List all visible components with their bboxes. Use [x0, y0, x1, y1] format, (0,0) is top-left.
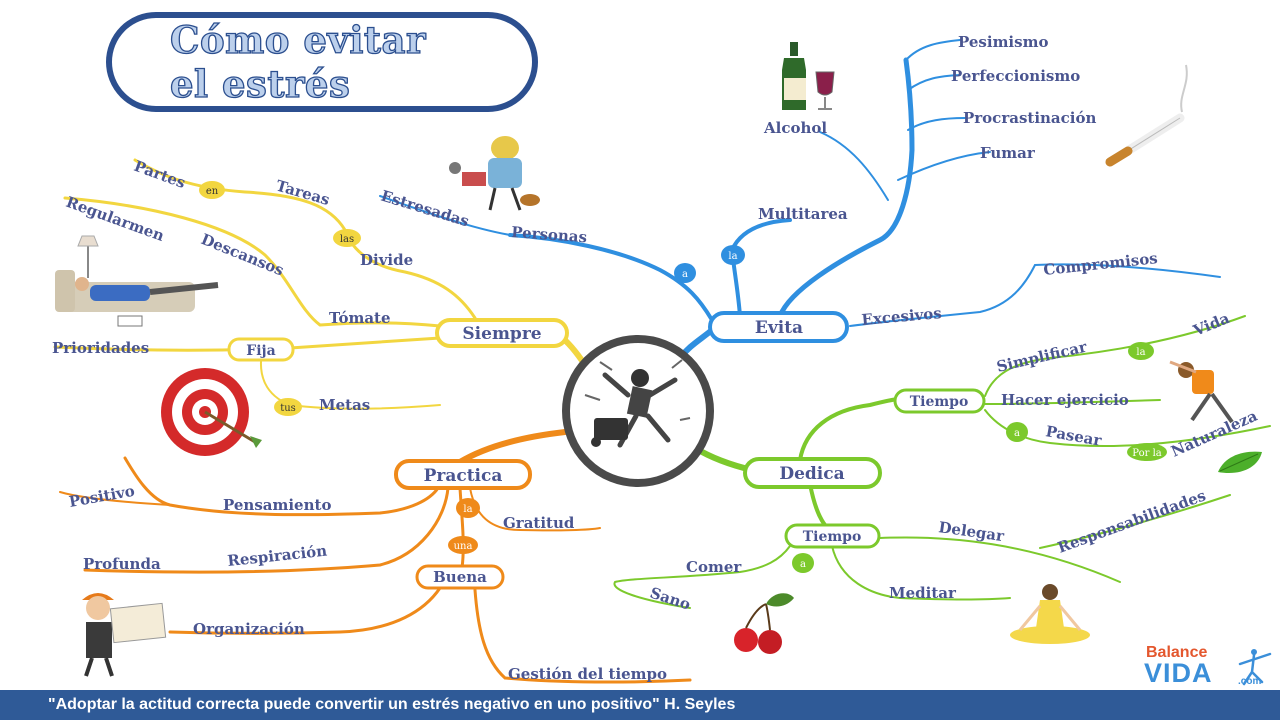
- practica-label: Practica: [424, 466, 503, 486]
- leaf-icon: [1218, 451, 1262, 474]
- label-regularmen: Regularmen: [64, 193, 167, 245]
- footer-quote: "Adoptar la actitud correcta puede conve…: [48, 696, 736, 713]
- connector-dedica-a: a: [1014, 428, 1020, 439]
- label-simplificar: Simplificar: [995, 337, 1090, 375]
- title-frame: [106, 12, 538, 112]
- label-alcohol: Alcohol: [763, 119, 827, 137]
- label-ejercicio: Hacer ejercicio: [1001, 391, 1129, 409]
- label-comer: Comer: [686, 558, 742, 576]
- connector-siempre-tus: tus: [280, 403, 296, 414]
- brand-suffix-text: .com: [1238, 676, 1262, 687]
- label-excesivos: Excesivos: [861, 304, 943, 329]
- evita-label: Evita: [755, 318, 803, 338]
- connector-practica-una: una: [454, 541, 473, 552]
- label-descansos: Descansos: [199, 230, 287, 280]
- label-divide: Divide: [360, 251, 413, 269]
- meditating-woman-icon: [1010, 584, 1090, 644]
- label-profunda: Profunda: [83, 555, 161, 573]
- brand-top-text: Balance: [1146, 644, 1208, 661]
- title-line-1: Cómo evitar: [169, 17, 426, 62]
- connector-dedica-por-la: Por la: [1132, 448, 1162, 459]
- connector-bubbles: a la en las tus la una la a Por la a: [199, 181, 1167, 573]
- cigarette-icon: [1105, 64, 1188, 167]
- label-pesimismo: Pesimismo: [958, 33, 1048, 51]
- brand-person-icon: [1238, 649, 1272, 686]
- label-estresadas: Estresadas: [379, 187, 471, 231]
- label-meditar: Meditar: [889, 584, 957, 602]
- brand-main-text: VIDA: [1144, 658, 1213, 688]
- siempre-node: Siempre: [435, 318, 569, 348]
- label-vida: Vida: [1190, 309, 1232, 340]
- tiempo-top-node: Tiempo: [893, 388, 986, 414]
- dedica-node: Dedica: [743, 457, 882, 489]
- tiempo-bottom-label: Tiempo: [803, 529, 862, 545]
- tiempo-bottom-node: Tiempo: [784, 523, 881, 549]
- buena-label: Buena: [433, 568, 487, 586]
- label-gratitud: Gratitud: [503, 514, 575, 532]
- fija-node: Fija: [227, 337, 295, 362]
- label-procrastinacion: Procrastinación: [963, 109, 1096, 127]
- label-multitarea: Multitarea: [758, 205, 848, 223]
- evita-node: Evita: [708, 311, 849, 343]
- buena-node: Buena: [415, 564, 505, 590]
- connector-practica-la: la: [463, 504, 472, 515]
- label-perfeccionismo: Perfeccionismo: [951, 67, 1080, 85]
- target-icon: [161, 368, 262, 456]
- center-stress-image: [562, 335, 714, 487]
- footer-quote-bar: "Adoptar la actitud correcta puede conve…: [0, 690, 1280, 720]
- label-respiracion: Respiración: [227, 542, 328, 570]
- connector-evita-la: la: [728, 251, 737, 262]
- label-gestion: Gestión del tiempo: [508, 665, 667, 683]
- label-fumar: Fumar: [980, 144, 1036, 162]
- title-line-2: el estrés: [169, 61, 351, 106]
- label-compromisos: Compromisos: [1043, 249, 1159, 279]
- tiempo-top-label: Tiempo: [910, 394, 969, 410]
- connector-dedica-a2: a: [800, 559, 806, 570]
- stretching-woman-icon: [1169, 360, 1234, 424]
- label-prioridades: Prioridades: [52, 339, 149, 357]
- label-tareas: Tareas: [274, 177, 332, 209]
- connector-siempre-en: en: [206, 186, 219, 197]
- label-positivo: Positivo: [68, 482, 136, 511]
- siempre-label: Siempre: [462, 324, 541, 344]
- connector-dedica-la: la: [1136, 347, 1145, 358]
- label-organizacion: Organización: [193, 620, 305, 638]
- sleeping-person-icon: [55, 235, 219, 327]
- page-title: Cómo evitar el estrés: [169, 17, 530, 106]
- label-pensamiento: Pensamiento: [223, 496, 331, 514]
- label-partes: Partes: [132, 157, 188, 192]
- connector-siempre-las: las: [340, 234, 354, 245]
- connector-evita-a: a: [682, 269, 688, 280]
- engineer-icon: [82, 593, 167, 677]
- stressed-people-icon: [449, 136, 540, 211]
- label-tomate: Tómate: [329, 309, 391, 327]
- label-personas: Personas: [511, 223, 588, 246]
- label-metas: Metas: [319, 396, 370, 414]
- brand-logo: Balance VIDA .com: [1144, 644, 1274, 688]
- wine-bottle-icon: [782, 42, 835, 110]
- cherries-icon: [734, 593, 794, 654]
- practica-node: Practica: [394, 459, 532, 490]
- evita-branch-lines: [379, 39, 1221, 363]
- dedica-label: Dedica: [779, 464, 844, 484]
- fija-label: Fija: [246, 343, 275, 359]
- label-responsabilidades: Responsabilidades: [1055, 486, 1208, 556]
- label-sano: Sano: [648, 584, 693, 614]
